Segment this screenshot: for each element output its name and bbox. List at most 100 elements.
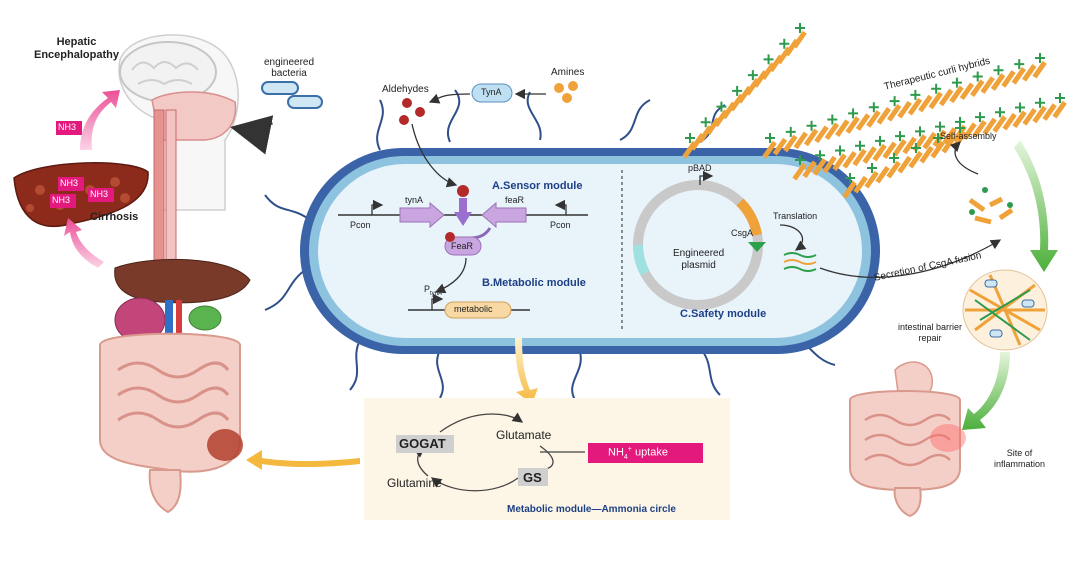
nh4-uptake-label: NH4+ uptake xyxy=(608,446,668,461)
curli-green-tag xyxy=(895,131,905,142)
curli-segment xyxy=(842,180,857,199)
glutamine-label: Glutamine xyxy=(387,476,442,490)
curli-segment xyxy=(886,160,901,179)
curli-segment xyxy=(892,139,907,157)
curli-segment xyxy=(835,119,850,137)
curli-segment xyxy=(941,135,956,154)
curli-segment xyxy=(875,165,890,184)
ammonia-circle-caption: Metabolic module—Ammonia circle xyxy=(507,504,676,515)
curli-segment xyxy=(793,131,808,150)
curli-segment xyxy=(930,140,945,159)
curli-green-tag xyxy=(889,96,900,107)
translation-label: Translation xyxy=(773,211,818,221)
amines-label: Amines xyxy=(551,67,585,78)
green-arrow-bottom xyxy=(962,352,1010,430)
curli-segment xyxy=(1002,112,1017,131)
curli-segment xyxy=(897,100,912,119)
intestine-icon xyxy=(849,361,966,518)
self-assembly-monomers xyxy=(968,187,1014,225)
curli-green-tag xyxy=(955,123,965,133)
curli-mesh xyxy=(962,269,1048,351)
curli-green-tag xyxy=(1055,93,1065,103)
fear-protein-label: FeaR xyxy=(451,241,474,251)
curli-green-tag xyxy=(875,135,885,146)
curli-segment xyxy=(1021,63,1037,82)
curli-green-tag xyxy=(951,77,962,88)
curli-green-tag xyxy=(845,173,855,183)
down-arrow xyxy=(454,198,472,226)
curli-green-tag xyxy=(779,38,790,49)
curli-segment xyxy=(842,150,857,169)
green-arrow-top xyxy=(1014,140,1058,272)
curli-segment xyxy=(852,148,867,167)
gs-label: GS xyxy=(523,470,542,485)
aldehydes-to-cell-arrow xyxy=(411,123,458,188)
curli-green-tag xyxy=(848,108,859,119)
hepatic-encephalopathy-label: Hepatic Encephalopathy xyxy=(34,36,119,61)
metabolic-gene xyxy=(444,301,512,319)
tyna-enzyme-box xyxy=(471,83,513,103)
curli-segment xyxy=(928,91,943,110)
curli-segment xyxy=(1032,60,1047,79)
metabolic-module-title: B.Metabolic module xyxy=(482,277,586,289)
curli-green-tag xyxy=(1014,59,1025,70)
bacteria-to-mouth-arrow xyxy=(230,115,274,155)
curli-segment xyxy=(918,94,933,113)
curli-green-tag xyxy=(700,117,711,128)
curli-segment xyxy=(1001,70,1016,88)
curli-segment xyxy=(1022,108,1037,126)
gs-box xyxy=(518,468,548,486)
secretion-arrow xyxy=(819,239,1002,278)
curli-segment xyxy=(970,79,985,97)
curli-segment xyxy=(990,73,1006,91)
csga-label: CsgA xyxy=(731,228,754,238)
nh3-badge-liver-1: NH3 xyxy=(60,178,79,188)
nh3-badge-brain: NH3 xyxy=(58,122,77,132)
curli-green-tag xyxy=(933,133,943,143)
fear-gene-arrow xyxy=(481,201,527,229)
curli-segment xyxy=(832,153,847,171)
self-assembly-label: Self-assembly xyxy=(940,131,997,141)
curli-green-tag xyxy=(972,71,983,82)
curli-segment xyxy=(814,125,829,144)
curli-green-tag xyxy=(815,150,825,161)
tyna-to-aldehydes-arrow xyxy=(428,93,471,104)
curli-segment xyxy=(803,128,819,147)
sensor-module-genetics xyxy=(338,185,588,319)
curli-green-tag xyxy=(910,89,921,100)
curli-green-tag xyxy=(806,120,817,131)
curli-green-tag xyxy=(835,145,845,156)
nh4-uptake-box xyxy=(588,443,703,463)
engineered-plasmid-label: Engineered plasmid xyxy=(673,248,725,271)
ammonia-to-gut-arrow xyxy=(246,450,360,470)
curli-segment xyxy=(845,116,860,134)
cirrhosis-label: Cirrhosis xyxy=(90,211,139,223)
curli-green-tag xyxy=(716,101,727,112)
curli-green-tag xyxy=(1035,97,1045,108)
site-of-inflammation-label: Site of inflammation xyxy=(994,448,1046,469)
pcon-right-label: Pcon xyxy=(550,220,571,230)
curli-segment xyxy=(853,175,868,194)
curli-segment xyxy=(812,158,827,176)
translation-arrow xyxy=(779,224,807,251)
curli-segment xyxy=(762,140,777,159)
curli-segment xyxy=(882,141,897,160)
curli-segment xyxy=(802,160,817,179)
curli-segment xyxy=(886,103,902,122)
curli-segment xyxy=(972,119,987,138)
self-assembly-arrow xyxy=(949,141,979,175)
curli-segment xyxy=(866,110,881,128)
curli-green-tag xyxy=(1035,53,1045,63)
human-figure xyxy=(13,34,251,514)
curli-segment xyxy=(980,76,995,94)
curli-segment xyxy=(902,136,917,155)
curli-segment xyxy=(907,97,923,116)
curli-segment xyxy=(1012,110,1027,129)
curli-hybrids xyxy=(682,23,1067,199)
curli-green-tag xyxy=(747,70,758,81)
curli-green-tag xyxy=(1015,102,1025,113)
pbad-label: pBAD xyxy=(688,163,712,173)
curli-green-tag xyxy=(867,163,877,173)
engineered-bacteria-icon xyxy=(261,81,323,109)
